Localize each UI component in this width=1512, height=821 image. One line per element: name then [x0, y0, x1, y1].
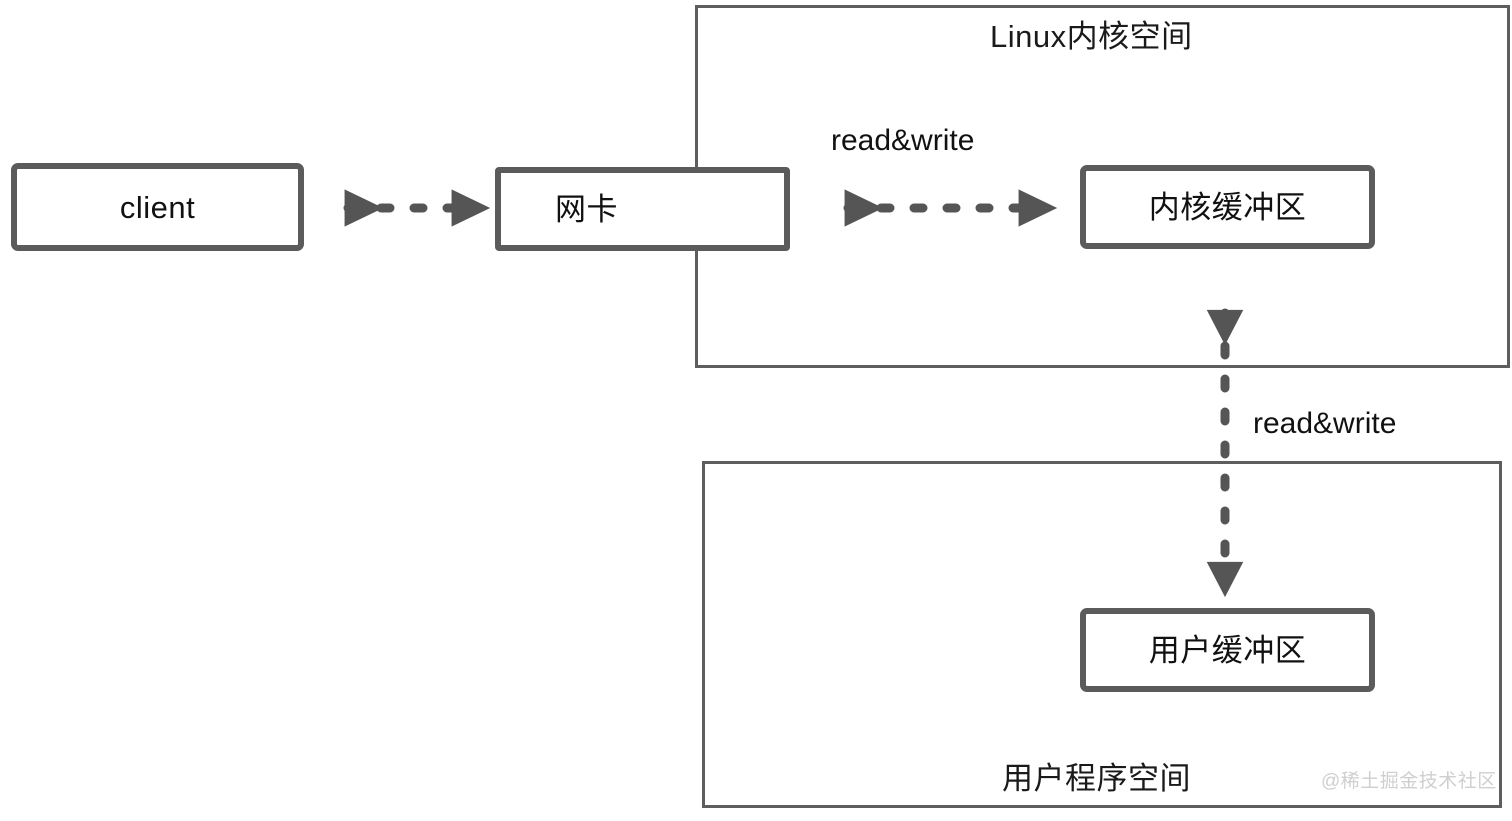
edge-label-read-write-top: read&write	[831, 124, 975, 157]
node-client[interactable]: client	[11, 163, 304, 251]
node-user-buffer[interactable]: 用户缓冲区	[1080, 608, 1375, 692]
region-linux-kernel-space-label: Linux内核空间	[990, 19, 1193, 54]
node-kernel-buffer[interactable]: 内核缓冲区	[1080, 165, 1375, 249]
node-network-card-label: 网卡	[555, 191, 618, 227]
region-user-program-space	[702, 461, 1502, 808]
node-client-label: client	[119, 189, 196, 225]
watermark: @稀土掘金技术社区	[1321, 771, 1497, 792]
region-user-program-space-label: 用户程序空间	[1002, 761, 1191, 796]
node-kernel-buffer-label: 内核缓冲区	[1148, 189, 1307, 225]
node-network-card[interactable]: 网卡	[495, 167, 790, 251]
node-user-buffer-label: 用户缓冲区	[1148, 632, 1307, 668]
edge-label-read-write-vertical: read&write	[1253, 407, 1397, 440]
